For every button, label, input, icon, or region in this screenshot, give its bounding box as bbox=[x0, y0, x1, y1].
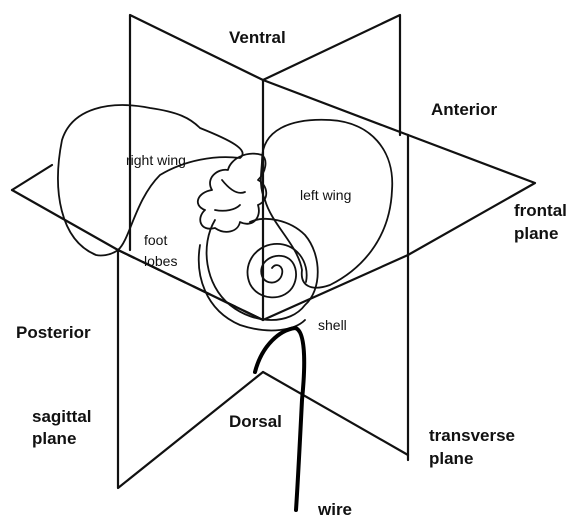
ventral-label: Ventral bbox=[229, 28, 286, 47]
foot-lobes-label-line2: lobes bbox=[144, 253, 177, 269]
frontal-plane-left-top bbox=[12, 165, 52, 190]
frontal-plane-label-line1: frontal bbox=[514, 201, 567, 220]
sagittal-plane-lower-edge bbox=[263, 372, 408, 455]
sagittal-plane-label-line2: plane bbox=[32, 429, 76, 448]
frontal-plane-rear-edge bbox=[263, 255, 408, 320]
shell-label: shell bbox=[318, 317, 347, 333]
shell-spiral bbox=[247, 244, 306, 298]
left-wing-label: left wing bbox=[300, 187, 351, 203]
wire-label: wire bbox=[317, 500, 352, 519]
transverse-plane bbox=[130, 15, 263, 250]
transverse-plane-label-line1: transverse bbox=[429, 426, 515, 445]
transverse-plane-label-line2: plane bbox=[429, 449, 473, 468]
foot-lobe-inner-1 bbox=[222, 180, 245, 193]
left-wing-outline bbox=[261, 120, 392, 288]
dorsal-label: Dorsal bbox=[229, 412, 282, 431]
foot-lobes-label-line1: foot bbox=[144, 232, 167, 248]
right-wing-label: right wing bbox=[126, 152, 186, 168]
foot-lobe-inner-2 bbox=[215, 205, 240, 211]
frontal-plane-label-line2: plane bbox=[514, 224, 558, 243]
anterior-label: Anterior bbox=[431, 100, 498, 119]
posterior-label: Posterior bbox=[16, 323, 91, 342]
sagittal-plane-label-line1: sagittal bbox=[32, 407, 92, 426]
